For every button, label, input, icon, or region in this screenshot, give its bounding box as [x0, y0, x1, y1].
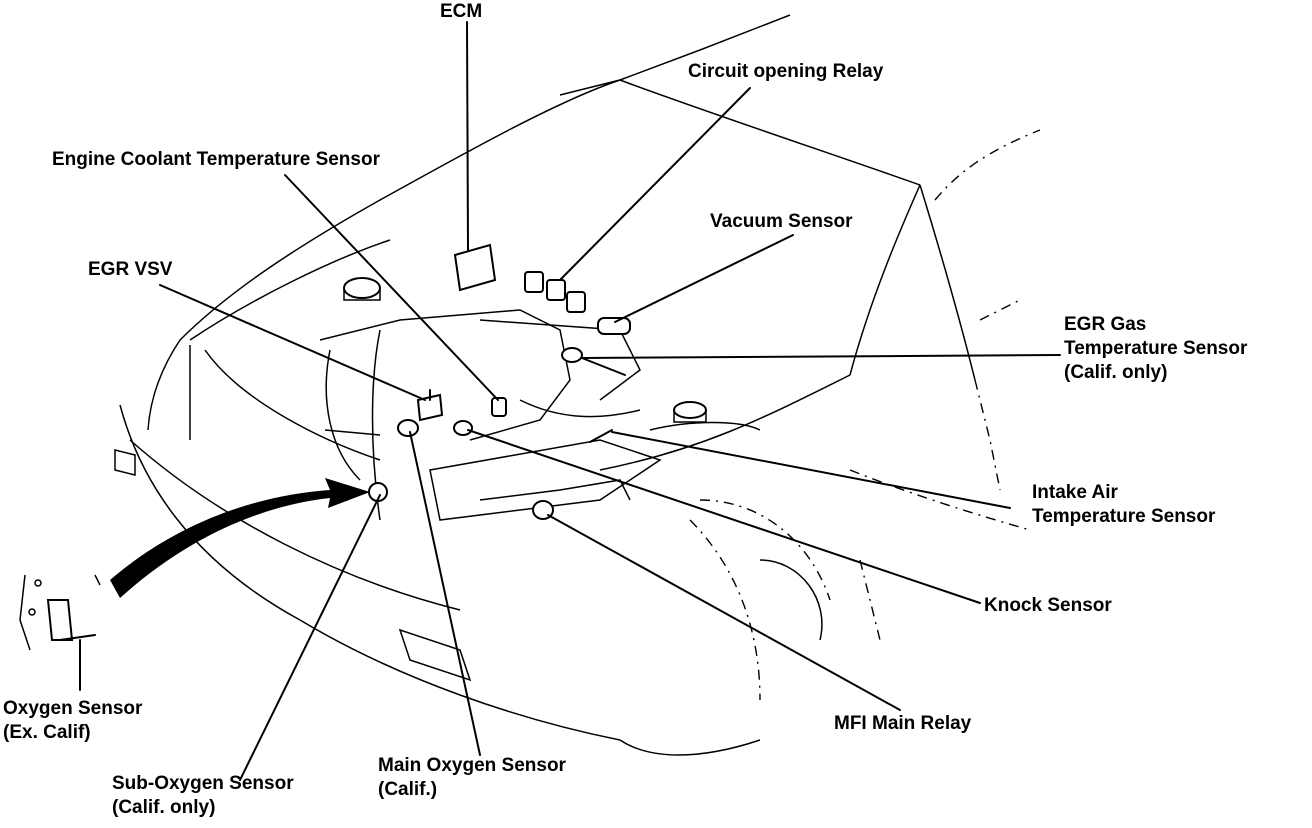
- sub-oxygen-sensor-label: Sub-Oxygen Sensor (Calif. only): [112, 772, 294, 820]
- egr-gas-temp-sensor-label: EGR Gas Temperature Sensor (Calif. only): [1064, 313, 1247, 385]
- egr-gas-temp-sensor-part: [561, 347, 626, 376]
- intake-air-sensor-part: [589, 429, 613, 443]
- egr-gas-temp-line-3: (Calif. only): [1064, 362, 1168, 383]
- leader-lines: [79, 21, 1061, 781]
- oxygen-sensor-inset: [19, 574, 101, 651]
- oxygen-sensor-line-2: (Ex. Calif): [3, 722, 91, 743]
- car-body-outline: [114, 14, 1041, 756]
- ecm-label: ECM: [440, 1, 483, 22]
- egr-vsv-part: [416, 389, 444, 422]
- sub-oxygen-line-2: (Calif. only): [112, 797, 216, 818]
- oxygen-sensor-label: Oxygen Sensor (Ex. Calif): [3, 697, 142, 745]
- main-oxygen-sensor-label: Main Oxygen Sensor (Calif.): [378, 754, 566, 802]
- main-oxygen-sensor-part: [397, 419, 419, 437]
- mfi-main-relay-label: MFI Main Relay: [834, 713, 972, 734]
- relay-group: [524, 271, 586, 313]
- main-oxygen-line-2: (Calif.): [378, 779, 438, 800]
- circuit-opening-relay-label: Circuit opening Relay: [688, 61, 884, 82]
- ecm-box: [453, 243, 497, 292]
- knock-sensor-part: [453, 420, 473, 436]
- egr-vsv-label: EGR VSV: [88, 259, 173, 280]
- engine-coolant-temperature-sensor-label: Engine Coolant Temperature Sensor: [52, 149, 380, 170]
- engine-block: [319, 277, 761, 521]
- main-oxygen-line-1: Main Oxygen Sensor: [378, 755, 566, 776]
- sub-oxygen-line-1: Sub-Oxygen Sensor: [112, 773, 294, 794]
- intake-air-line-2: Temperature Sensor: [1032, 506, 1216, 527]
- intake-air-temp-sensor-label: Intake Air Temperature Sensor: [1032, 481, 1215, 529]
- intake-air-line-1: Intake Air: [1032, 482, 1118, 503]
- egr-gas-temp-line-1: EGR Gas: [1064, 314, 1147, 335]
- knock-sensor-label: Knock Sensor: [984, 595, 1112, 616]
- vacuum-sensor-label: Vacuum Sensor: [710, 211, 853, 232]
- coolant-sensor-part: [491, 397, 507, 417]
- arrow-shape: [110, 478, 370, 598]
- egr-gas-temp-line-2: Temperature Sensor: [1064, 338, 1248, 359]
- vacuum-sensor-part: [597, 317, 631, 335]
- oxygen-sensor-line-1: Oxygen Sensor: [3, 698, 143, 719]
